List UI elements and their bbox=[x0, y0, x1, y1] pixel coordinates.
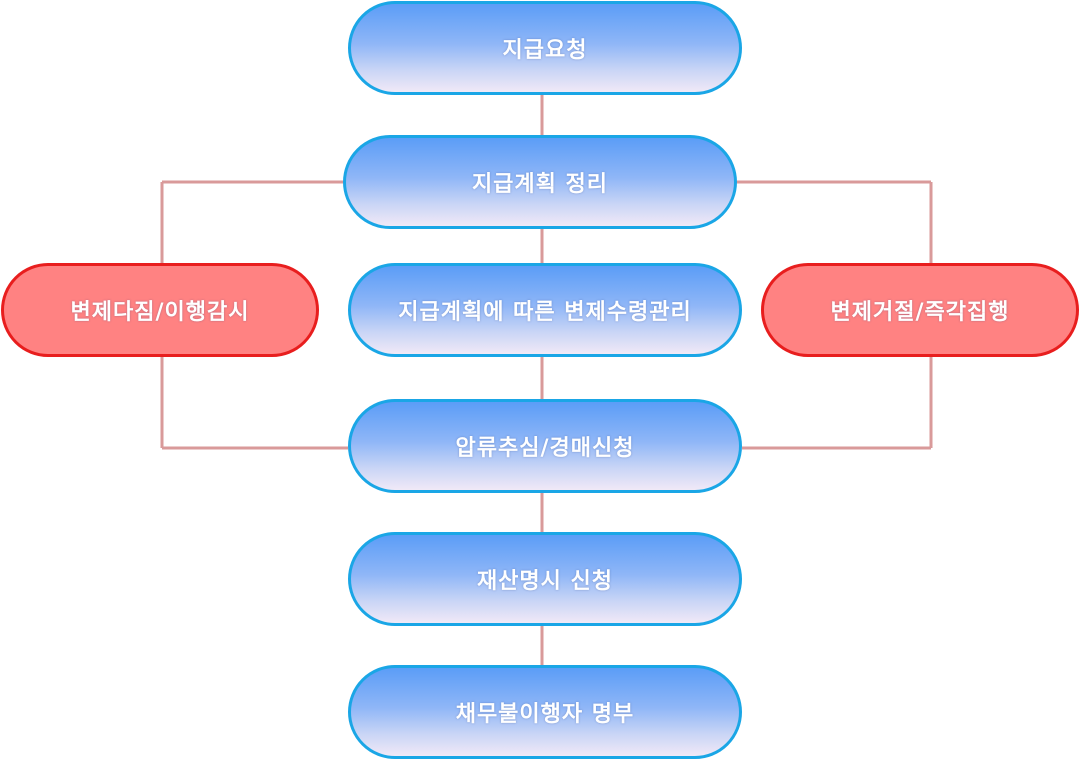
node-label: 변제거절/즉각집행 bbox=[830, 300, 1010, 325]
node-label: 지급요청 bbox=[502, 38, 588, 63]
node-label: 지급계획에 따른 변제수령관리 bbox=[398, 300, 692, 325]
node-seizure-auction: 압류추심/경매신청 bbox=[348, 399, 742, 493]
node-label: 지급계획 정리 bbox=[471, 172, 609, 197]
node-label: 재산명시 신청 bbox=[476, 569, 614, 594]
node-label: 변제다짐/이행감시 bbox=[70, 300, 250, 325]
node-label: 압류추심/경매신청 bbox=[455, 436, 635, 461]
node-payment-request: 지급요청 bbox=[348, 1, 742, 95]
node-payment-plan: 지급계획 정리 bbox=[343, 135, 737, 229]
node-repayment-pledge: 변제다짐/이행감시 bbox=[1, 263, 319, 357]
node-label: 채무불이행자 명부 bbox=[455, 702, 635, 727]
node-defaulter-registry: 채무불이행자 명부 bbox=[348, 665, 742, 759]
node-asset-disclosure: 재산명시 신청 bbox=[348, 532, 742, 626]
node-repayment-refusal: 변제거절/즉각집행 bbox=[761, 263, 1079, 357]
node-repayment-receipt: 지급계획에 따른 변제수령관리 bbox=[348, 263, 742, 357]
